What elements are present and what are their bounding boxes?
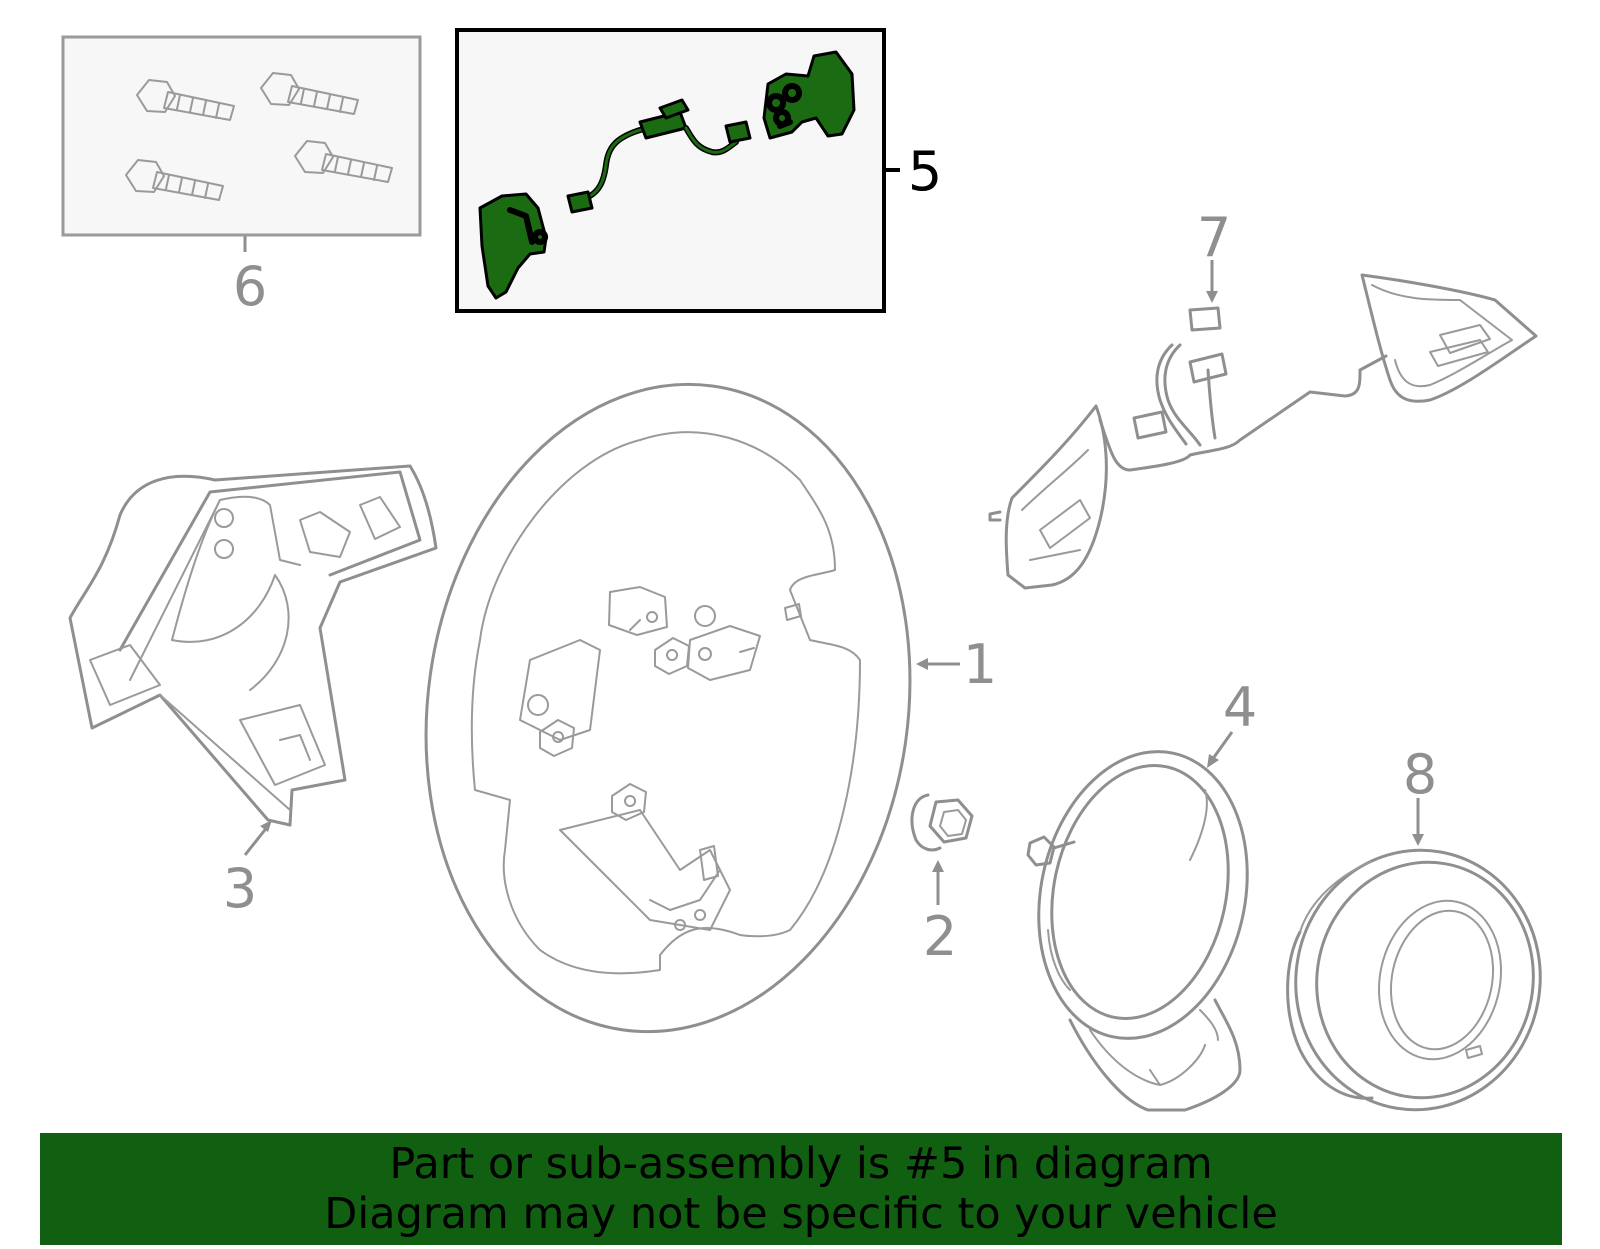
part-4-spoke-cover[interactable] [1013, 732, 1273, 1112]
callout-6[interactable]: 6 [233, 255, 267, 318]
banner-background [40, 1133, 1562, 1245]
banner-line-1: Part or sub-assembly is #5 in diagram [389, 1139, 1213, 1189]
bolt-icon [136, 79, 235, 121]
wire-harness-icon [566, 98, 752, 214]
part-1-steering-wheel[interactable] [385, 353, 951, 1063]
info-banner: Part or sub-assembly is #5 in diagram Di… [40, 1133, 1562, 1245]
left-paddle-icon [478, 192, 549, 300]
callout-7[interactable]: 7 [1197, 206, 1231, 269]
callout-3[interactable]: 3 [223, 857, 257, 920]
callout-2[interactable]: 2 [923, 905, 957, 968]
part-3-lower-cover[interactable] [68, 464, 438, 827]
part-5-paddle-shifter-box[interactable] [455, 28, 886, 313]
callout-5[interactable]: 5 [908, 140, 942, 203]
bolt-icon [260, 72, 359, 115]
part-7-switch-assembly[interactable] [988, 273, 1538, 590]
callout-8[interactable]: 8 [1403, 743, 1437, 806]
bolt-icon [294, 140, 393, 183]
right-paddle-icon [762, 50, 856, 140]
callout-4[interactable]: 4 [1223, 676, 1257, 739]
part-2-nut[interactable] [910, 793, 974, 852]
callout-1[interactable]: 1 [963, 633, 997, 696]
bolt-icon [125, 159, 224, 201]
banner-line-2: Diagram may not be specific to your vehi… [324, 1189, 1278, 1239]
part-6-bolts-box[interactable] [61, 35, 422, 237]
part-8-airbag-module[interactable] [1275, 831, 1560, 1129]
